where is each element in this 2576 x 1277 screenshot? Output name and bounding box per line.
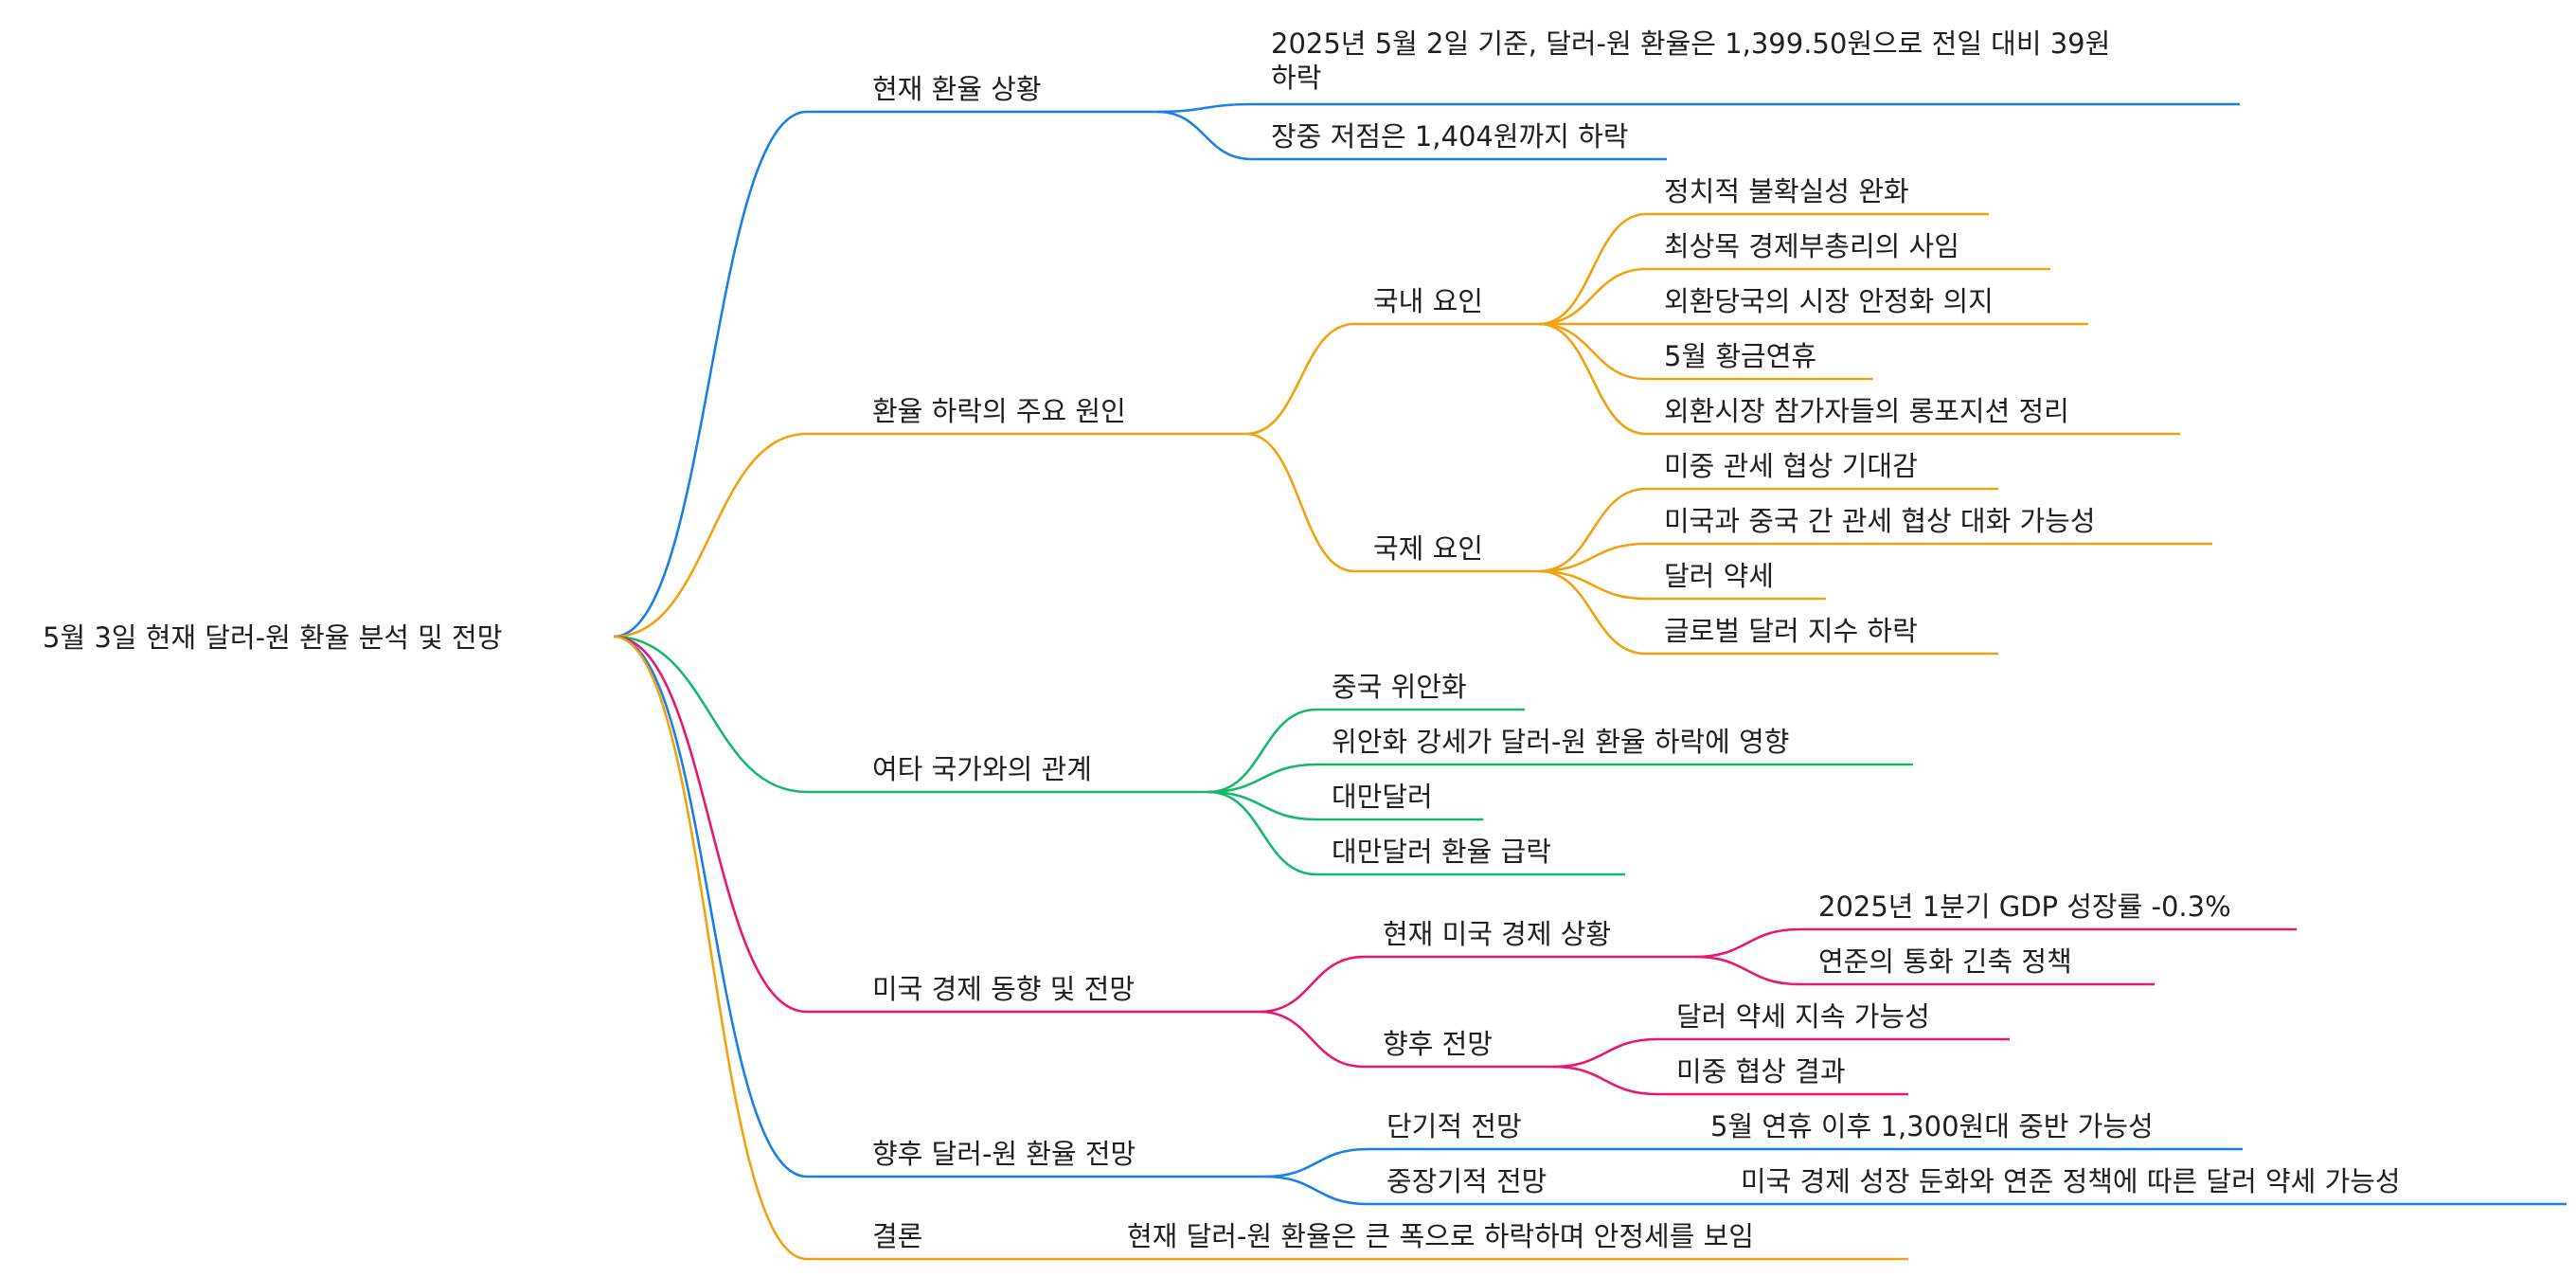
branch-decline-causes[interactable]: 환율 하락의 주요 원인: [872, 395, 1126, 427]
edge-root-branch-5: [613, 635, 808, 1178]
node-long-term-outlook[interactable]: 중장기적 전망: [1386, 1165, 1547, 1197]
leaf-long-position-unwinding[interactable]: 외환시장 참가자들의 롱포지션 정리: [1664, 395, 2069, 427]
leaf-yuan-strength-impact[interactable]: 위안화 강세가 달러-원 환율 하락에 영향: [1332, 726, 1789, 758]
edge-b4-outlook-leaf-2: [1552, 1065, 1658, 1096]
edge-domestic-leaf-5: [1538, 322, 1647, 436]
edge-b3-leaf-1: [1208, 708, 1317, 794]
node-current-rate-detail[interactable]: 2025년 5월 2일 기준, 달러-원 환율은 1,399.50원으로 전일 …: [1271, 27, 2120, 94]
branch-conclusion[interactable]: 결론: [872, 1220, 922, 1252]
leaf-fed-tightening[interactable]: 연준의 통화 긴축 정책: [1818, 945, 2072, 978]
edge-b2-international: [1245, 432, 1355, 573]
edge-b2-domestic: [1245, 322, 1355, 436]
branch-rate-outlook[interactable]: 향후 달러-원 환율 전망: [872, 1138, 1136, 1170]
edge-b4-current-leaf-2: [1694, 955, 1800, 986]
edge-root-branch-2: [613, 432, 808, 638]
branch-us-economy[interactable]: 미국 경제 동향 및 전망: [872, 973, 1135, 1005]
leaf-dollar-weakness[interactable]: 달러 약세: [1664, 560, 1774, 592]
edge-international-leaf-3: [1538, 569, 1647, 601]
leaf-dollar-index-decline[interactable]: 글로벌 달러 지수 하락: [1664, 615, 1918, 647]
edge-root-branch-4: [613, 635, 808, 1014]
leaf-chinese-yuan[interactable]: 중국 위안화: [1332, 671, 1467, 703]
node-us-outlook[interactable]: 향후 전망: [1383, 1028, 1493, 1060]
node-current-rate-detail-line-2: 하락: [1271, 62, 1321, 94]
leaf-golden-holiday[interactable]: 5월 황금연휴: [1664, 340, 1816, 372]
edge-b3-leaf-3: [1208, 790, 1317, 821]
edge-b4-outlook: [1259, 1010, 1365, 1069]
node-current-rate-detail-line-1: 2025년 5월 2일 기준, 달러-원 환율은 1,399.50원으로 전일 …: [1271, 27, 2110, 60]
root-topic[interactable]: 5월 3일 현재 달러-원 환율 분석 및 전망: [43, 621, 502, 654]
leaf-political-uncertainty[interactable]: 정치적 불확실성 완화: [1664, 175, 1909, 207]
leaf-taiwan-dollar[interactable]: 대만달러: [1332, 781, 1433, 813]
leaf-us-china-result[interactable]: 미중 협상 결과: [1676, 1055, 1846, 1088]
leaf-q1-gdp[interactable]: 2025년 1분기 GDP 성장률 -0.3%: [1818, 890, 2231, 923]
edge-domestic-leaf-1: [1538, 212, 1647, 326]
edge-international-leaf-4: [1538, 569, 1647, 656]
edge-b3-leaf-4: [1208, 790, 1317, 876]
connector-lines: [613, 102, 1800, 1261]
edge-root-branch-3: [613, 635, 808, 794]
node-short-term-outlook[interactable]: 단기적 전망: [1386, 1110, 1522, 1142]
leaf-short-term-detail[interactable]: 5월 연휴 이후 1,300원대 중반 가능성: [1710, 1110, 2154, 1142]
edge-b1-leaf-1: [1156, 102, 1253, 114]
edge-domestic-leaf-2: [1538, 267, 1647, 326]
edge-b5-short: [1264, 1147, 1368, 1178]
leaf-deputy-pm-resignation[interactable]: 최상목 경제부총리의 사임: [1664, 230, 1959, 262]
node-intraday-low[interactable]: 장중 저점은 1,404원까지 하락: [1271, 120, 1628, 153]
node-underlines: [807, 102, 2567, 1261]
leaf-conclusion-detail[interactable]: 현재 달러-원 환율은 큰 폭으로 하락하며 안정세를 보임: [1127, 1220, 1754, 1252]
leaf-us-china-talks[interactable]: 미국과 중국 간 관세 협상 대화 가능성: [1664, 505, 2096, 537]
edge-b5-long: [1264, 1175, 1368, 1206]
edge-b4-current: [1259, 955, 1365, 1014]
branch-other-countries[interactable]: 여타 국가와의 관계: [872, 753, 1092, 785]
edge-b1-leaf-2: [1156, 110, 1253, 161]
node-us-current-situation[interactable]: 현재 미국 경제 상황: [1383, 918, 1611, 950]
leaf-dollar-weakness-continue[interactable]: 달러 약세 지속 가능성: [1676, 1000, 1930, 1033]
edge-international-leaf-1: [1538, 487, 1647, 573]
edge-root-branch-1: [613, 110, 808, 638]
edge-b3-leaf-2: [1208, 763, 1317, 794]
edge-b4-outlook-leaf-1: [1552, 1037, 1658, 1069]
edge-root-branch-6: [613, 635, 808, 1261]
node-international-factors[interactable]: 국제 요인: [1373, 532, 1483, 565]
edge-b4-current-leaf-1: [1694, 927, 1800, 959]
leaf-taiwan-dollar-plunge[interactable]: 대만달러 환율 급락: [1332, 836, 1551, 868]
edge-international-leaf-2: [1538, 542, 1647, 573]
node-domestic-factors[interactable]: 국내 요인: [1373, 285, 1483, 317]
leaf-long-term-detail[interactable]: 미국 경제 성장 둔화와 연준 정책에 따른 달러 약세 가능성: [1741, 1165, 2401, 1197]
branch-current-rate[interactable]: 현재 환율 상황: [872, 73, 1042, 105]
edge-domestic-leaf-4: [1538, 322, 1647, 381]
leaf-tariff-expectation[interactable]: 미중 관세 협상 기대감: [1664, 450, 1918, 482]
leaf-fx-stabilization[interactable]: 외환당국의 시장 안정화 의지: [1664, 285, 1994, 317]
